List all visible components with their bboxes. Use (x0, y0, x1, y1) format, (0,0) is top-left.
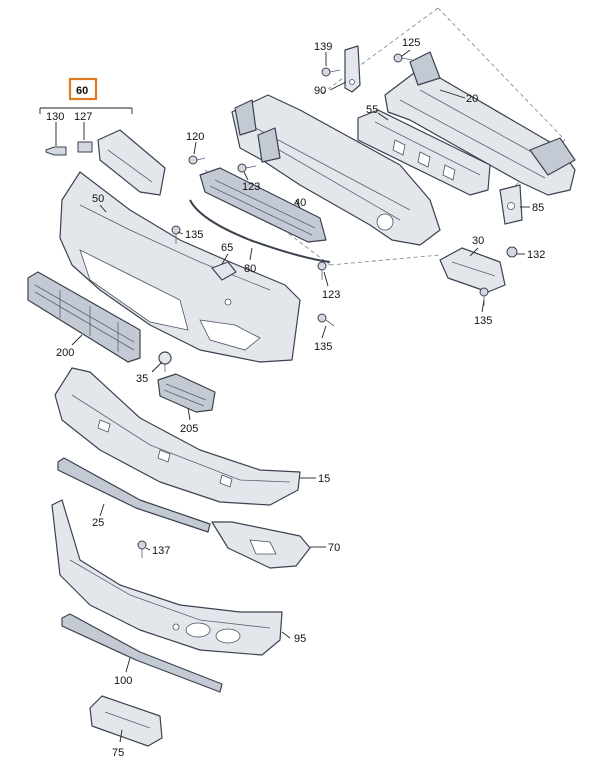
callout-35: 35 (136, 373, 148, 385)
lock-carrier-frame[interactable] (231, 94, 441, 246)
callout-132: 132 (527, 249, 545, 261)
callout-30: 30 (472, 235, 484, 247)
clip-127-icon[interactable] (77, 141, 93, 153)
part-70-side-trim[interactable] (211, 521, 311, 569)
screw-123b-icon[interactable] (317, 261, 327, 280)
callout-labels: 139 125 90 60 130 127 55 20 120 123 85 4… (46, 37, 545, 759)
part-200-lower-grille[interactable] (27, 271, 141, 363)
callout-65: 65 (221, 242, 233, 254)
callout-40: 40 (294, 197, 306, 209)
callout-205: 205 (180, 423, 198, 435)
callout-55: 55 (366, 104, 378, 116)
callout-135-upper: 135 (185, 229, 203, 241)
callout-50: 50 (92, 193, 104, 205)
fasteners (45, 53, 518, 558)
part-85-bracket[interactable] (499, 184, 523, 225)
screw-139-icon[interactable] (321, 67, 341, 77)
clip-132-icon[interactable] (506, 246, 518, 258)
callout-60: 60 (76, 85, 88, 97)
callout-137: 137 (152, 545, 170, 557)
callout-130: 130 (46, 111, 64, 123)
part-95-spoiler[interactable] (51, 499, 283, 656)
part-80-trim-strip[interactable] (189, 199, 331, 263)
part-25-trim-strip[interactable] (57, 457, 211, 533)
part-205-fog-grille[interactable] (157, 373, 216, 413)
part-60-license-plate-bracket[interactable] (97, 129, 166, 196)
callout-139: 139 (314, 41, 332, 53)
leader-60-bracket (39, 107, 133, 114)
callout-85: 85 (532, 202, 544, 214)
callout-120: 120 (186, 131, 204, 143)
callout-100: 100 (114, 675, 132, 687)
part-40-upper-grille[interactable] (199, 167, 327, 243)
callout-135-front: 135 (314, 341, 332, 353)
screw-137-icon[interactable] (137, 540, 147, 558)
callout-135-side: 135 (474, 315, 492, 327)
screw-135b-icon[interactable] (479, 287, 489, 306)
callout-80: 80 (244, 263, 256, 275)
callout-200: 200 (56, 347, 74, 359)
part-65-tow-cap[interactable] (211, 261, 237, 281)
callout-125: 125 (402, 37, 420, 49)
callout-123-top: 123 (242, 181, 260, 193)
leader-lines (55, 49, 530, 743)
callout-90: 90 (314, 85, 326, 97)
screw-123a-icon[interactable] (237, 163, 257, 173)
callout-15: 15 (318, 473, 330, 485)
clip-130-icon[interactable] (45, 146, 67, 156)
callout-75: 75 (112, 747, 124, 759)
part-50-bumper-cover[interactable] (59, 171, 301, 363)
part-35-parking-sensor[interactable] (158, 351, 172, 372)
part-55-energy-absorber[interactable] (357, 109, 491, 196)
callout-123-lower: 123 (322, 289, 340, 301)
screw-135c-icon[interactable] (317, 313, 335, 327)
screw-120-icon[interactable] (188, 155, 206, 165)
part-90-bracket[interactable] (344, 45, 361, 93)
callout-20: 20 (466, 93, 478, 105)
callout-25: 25 (92, 517, 104, 529)
callout-70: 70 (328, 542, 340, 554)
part-75-underbody-guard[interactable] (89, 695, 163, 747)
part-15-lower-carrier[interactable] (54, 367, 301, 506)
part-30-side-guide[interactable] (439, 247, 506, 293)
part-20-crash-beam[interactable] (384, 51, 576, 196)
screw-125-icon[interactable] (393, 53, 413, 63)
callout-127: 127 (74, 111, 92, 123)
part-100-trim-strip[interactable] (61, 613, 223, 693)
callout-95: 95 (294, 633, 306, 645)
highlight-box-60 (68, 77, 98, 101)
